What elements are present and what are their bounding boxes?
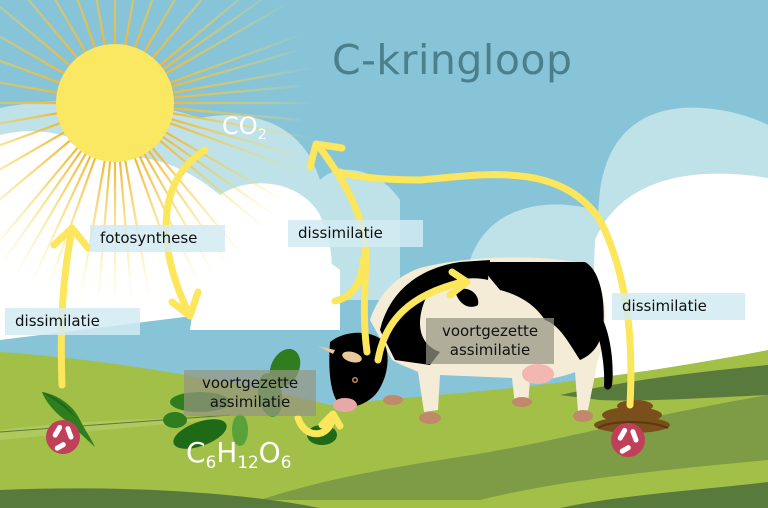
plant-icon — [42, 392, 95, 447]
bacteria-icon — [46, 420, 80, 454]
glucose-c-sub: 6 — [205, 451, 217, 472]
label-line-1: voortgezette — [201, 374, 299, 392]
glucose-formula: C6H12O6 — [186, 436, 291, 472]
label-line-2: assimilatie — [209, 393, 291, 411]
co2-main: CO — [222, 112, 258, 140]
co2-sub: 2 — [257, 127, 267, 144]
sun-icon — [56, 44, 174, 162]
label-voortgezette-assimilatie-plant: voortgezette assimilatie — [184, 370, 316, 416]
label-dissimilatie-right: dissimilatie — [612, 293, 745, 320]
co2-formula: CO2 — [222, 112, 267, 143]
label-dissimilatie-left: dissimilatie — [5, 308, 140, 335]
glucose-o-sub: 6 — [280, 451, 292, 472]
label-voortgezette-assimilatie-cow: voortgezette assimilatie — [426, 318, 554, 364]
glucose-h: H — [216, 436, 238, 469]
label-fotosynthese: fotosynthese — [90, 225, 225, 252]
label-line-1: voortgezette — [441, 322, 539, 340]
glucose-h-sub: 12 — [237, 451, 259, 472]
label-line-2: assimilatie — [449, 341, 531, 359]
label-dissimilatie-center: dissimilatie — [288, 220, 423, 247]
glucose-o: O — [258, 436, 281, 469]
glucose-c: C — [186, 436, 206, 469]
bacteria-icon — [611, 423, 645, 457]
page-title: C-kringloop — [332, 36, 573, 84]
